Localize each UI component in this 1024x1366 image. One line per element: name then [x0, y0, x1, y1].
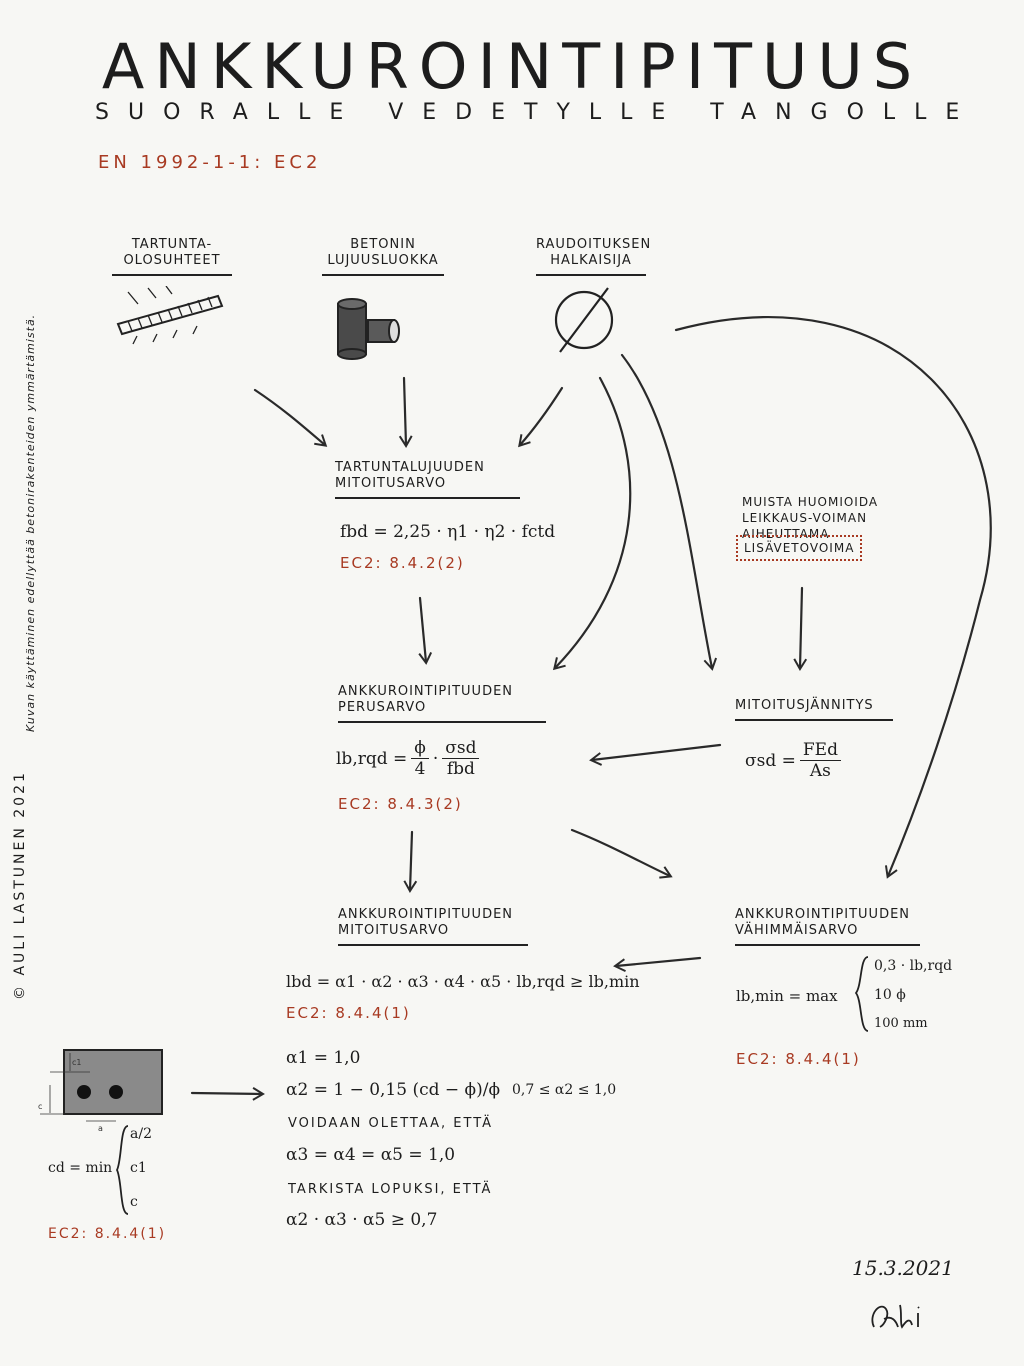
basic-length-lhs: lb,rqd =: [336, 748, 408, 769]
min-length-lhs: lb,min = max: [736, 987, 838, 1005]
cover-option-3: c: [130, 1194, 138, 1210]
assume-text: VOIDAAN OLETTAA, ETTÄ: [288, 1116, 494, 1131]
arrow-bond-to-strength: [253, 388, 328, 447]
arrow-strength-to-basic: [418, 596, 433, 665]
input-bar-diameter-label: RAUDOITUKSEN HALKAISIJA: [536, 237, 650, 276]
arrow-diameter-to-strength: [518, 386, 564, 448]
page-subtitle: SUORALLE VEDETYLLE TANGOLLE: [95, 100, 979, 125]
input-bond-conditions-label: TARTUNTA-OLOSUHTEET: [112, 237, 232, 276]
alpha-product-check: α2 · α3 · α5 ≥ 0,7: [286, 1210, 438, 1230]
design-length-formula: lbd = α1 · α2 · α3 · α4 · α5 · lb,rqd ≥ …: [286, 972, 640, 991]
design-length-label: ANKKUROINTIPITUUDEN MITOITUSARVO: [338, 907, 528, 946]
bond-strength-ref: EC2: 8.4.2(2): [340, 554, 465, 572]
date-text: 15.3.2021: [852, 1256, 954, 1280]
check-text: TARKISTA LOPUKSI, ETTÄ: [288, 1182, 493, 1197]
cross-section-diagram: c1 c a: [38, 1049, 163, 1133]
basic-length-formula: lb,rqd = ϕ 4 · σsd fbd: [336, 738, 483, 779]
cover-lhs: cd = min: [48, 1160, 113, 1176]
arrow-min-to-design: [613, 956, 702, 973]
min-length-ref: EC2: 8.4.4(1): [736, 1050, 861, 1068]
alpha-3-4-5: α3 = α4 = α5 = 1,0: [286, 1145, 456, 1165]
arrow-basic-to-design: [403, 830, 418, 893]
cover-option-1: a/2: [130, 1126, 152, 1142]
rebar-bond-icon: [116, 286, 224, 345]
author-signature: [871, 1304, 920, 1329]
cover-ref: EC2: 8.4.4(1): [48, 1226, 167, 1242]
bond-strength-label: TARTUNTALUJUUDEN MITOITUSARVO: [335, 460, 520, 499]
basic-length-label: ANKKUROINTIPITUUDEN PERUSARVO: [338, 684, 546, 723]
arrow-note-to-stress: [793, 586, 808, 671]
cover-brace: [115, 1125, 129, 1215]
min-length-label: ANKKUROINTIPITUUDEN VÄHIMMÄISARVO: [735, 907, 920, 946]
arrow-concrete-to-strength: [398, 376, 413, 448]
dim-label-c: c: [38, 1102, 42, 1111]
min-length-option-3: 100 mm: [874, 1016, 928, 1031]
dim-label-a: a: [98, 1124, 103, 1133]
usage-note: Kuvan käyttäminen edellyttää betoniraken…: [24, 313, 37, 732]
design-stress-formula: σsd = FEd As: [745, 740, 845, 781]
min-length-option-2: 10 ϕ: [874, 987, 906, 1003]
alpha-1: α1 = 1,0: [286, 1048, 361, 1068]
design-length-ref: EC2: 8.4.4(1): [286, 1004, 411, 1022]
arrow-basic-to-min: [570, 828, 673, 879]
arrow-stress-to-basic: [589, 743, 722, 766]
input-concrete-class-label: BETONIN LUJUUSLUOKKA: [322, 237, 444, 276]
min-length-option-1: 0,3 · lb,rqd: [874, 958, 953, 974]
concrete-cylinder-icon: [337, 298, 400, 360]
diameter-symbol-icon: [554, 287, 614, 353]
arrow-diameter-to-basic: [552, 376, 632, 671]
extra-tension-highlight: LISÄVETOVOIMA: [736, 535, 863, 561]
fed-over-as: FEd As: [799, 740, 841, 781]
design-stress-lhs: σsd =: [745, 750, 796, 771]
alpha-2-range: 0,7 ≤ α2 ≤ 1,0: [512, 1082, 617, 1098]
sigma-over-fbd: σsd fbd: [442, 738, 480, 779]
arrow-cover-to-alphas: [190, 1087, 265, 1101]
standard-reference: EN 1992-1-1: EC2: [98, 152, 322, 173]
shear-note-text: MUISTA HUOMIOIDA LEIKKAUS-VOIMAN AIHEUTT…: [742, 495, 879, 541]
min-length-brace: [854, 956, 869, 1032]
bond-strength-formula: fbd = 2,25 · η1 · η2 · fctd: [340, 522, 556, 542]
page-title: ANKKUROINTIPITUUS: [101, 30, 923, 103]
alpha-2: α2 = 1 − 0,15 (cd − ϕ)/ϕ: [286, 1080, 501, 1100]
copyright-text: © AULI LASTUNEN 2021: [12, 770, 28, 1000]
basic-length-ref: EC2: 8.4.3(2): [338, 795, 463, 813]
phi-over-four: ϕ 4: [411, 738, 429, 779]
cover-option-2: c1: [130, 1160, 147, 1176]
dim-label-c1: c1: [72, 1058, 82, 1067]
arrow-diameter-to-stress: [620, 353, 718, 671]
design-stress-label: MITOITUSJÄNNITYS: [735, 698, 893, 721]
arrow-diameter-to-min: [674, 316, 992, 879]
